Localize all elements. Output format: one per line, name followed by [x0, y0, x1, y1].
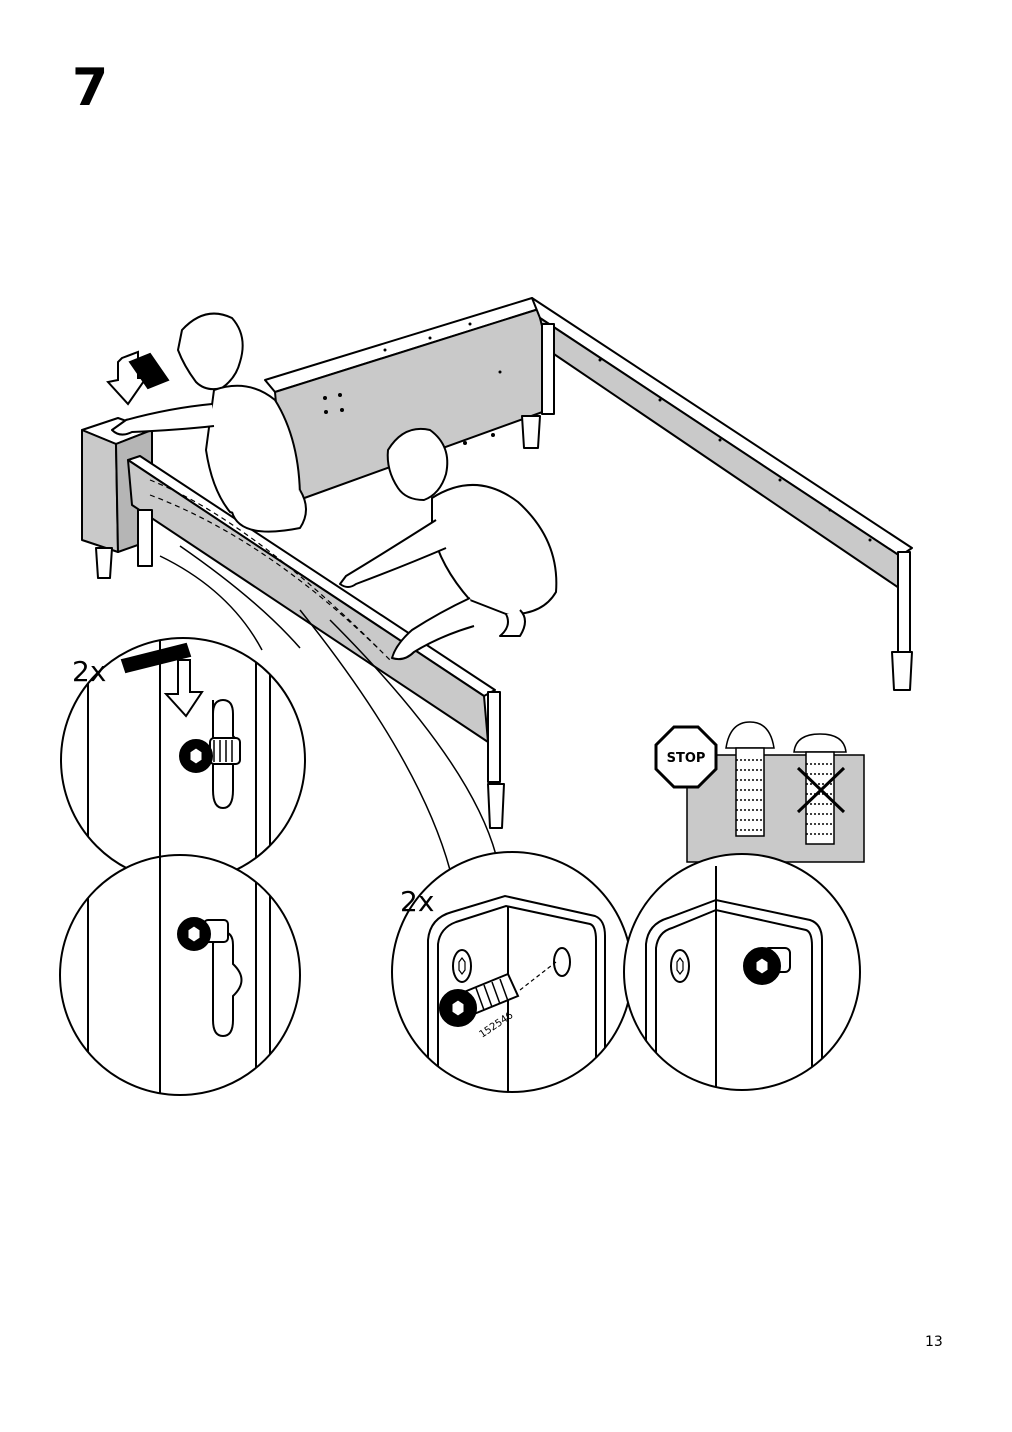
right-rail-top — [531, 297, 913, 557]
bracket-back-right — [541, 323, 555, 415]
page-number: 13 — [925, 1334, 943, 1350]
headboard-block-face — [81, 429, 119, 553]
detail-bracket-insert: 152546 — [391, 851, 633, 1093]
bracket-far-right — [897, 551, 911, 653]
leg-back-right — [521, 415, 541, 449]
screw-holes — [323, 322, 872, 542]
bracket-headboard — [137, 509, 153, 567]
leg-front-right — [487, 783, 505, 829]
insert-arrow-icon — [120, 642, 204, 718]
stop-sign-icon: STOP — [654, 725, 718, 789]
bracket-hole-empty — [670, 949, 690, 983]
step-number: 7 — [72, 58, 109, 118]
stop-label: STOP — [667, 751, 706, 766]
right-rail-face — [539, 317, 903, 591]
person-kneeling — [339, 428, 558, 661]
bolt-icon — [179, 737, 241, 773]
bracket-front-right — [487, 691, 501, 783]
bracket-hole-target — [553, 947, 571, 977]
downward-arrow-icon — [106, 350, 170, 406]
bolt-loose-icon — [439, 972, 520, 1027]
detail-slot-insert — [60, 637, 306, 883]
detail-slot-seated — [59, 854, 301, 1096]
bolt-fastened-icon — [743, 947, 791, 985]
front-rail-hidden-line-2 — [149, 494, 391, 661]
bracket-hole — [452, 949, 472, 983]
front-rail-hidden-line — [149, 479, 381, 651]
person-standing — [111, 312, 307, 533]
detail-bracket-fastened — [623, 853, 861, 1091]
warning-box: STOP — [654, 721, 865, 863]
cross-mark-icon — [796, 766, 846, 814]
correct-bolt-icon — [725, 721, 775, 837]
leg-front-left — [95, 547, 113, 579]
callout-lines — [159, 545, 497, 871]
quantity-label-bolt: 2x — [400, 885, 435, 918]
bolt-seated-icon — [177, 917, 229, 951]
leg-far-right — [891, 651, 913, 691]
insertion-bar-icon — [128, 352, 170, 390]
quantity-label-slot: 2x — [72, 655, 107, 688]
